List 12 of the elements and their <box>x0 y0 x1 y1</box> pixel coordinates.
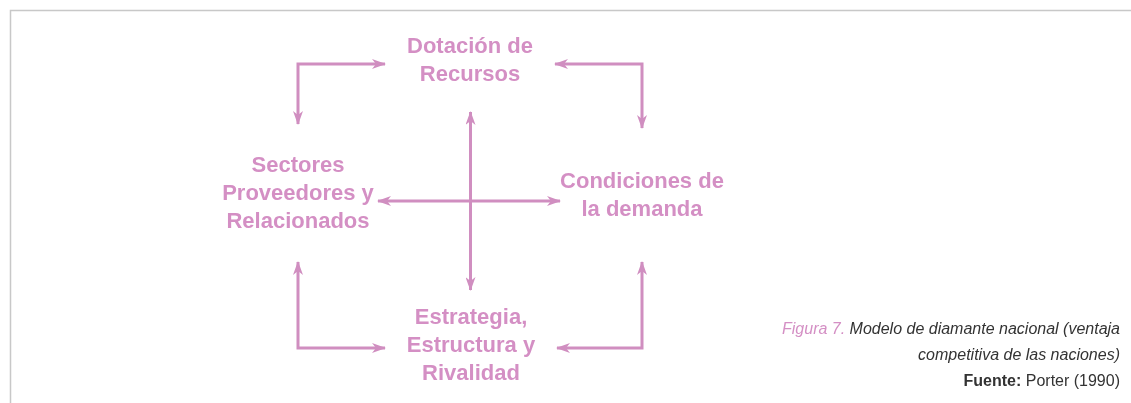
source-note: Fuente: Porter (1990) <box>963 371 1120 391</box>
factor-label: Condiciones de la demanda <box>560 167 724 223</box>
factor-label: Sectores Proveedores y Relacionados <box>221 151 375 235</box>
double-headed-arrow <box>554 59 647 129</box>
double-headed-arrow <box>293 59 386 125</box>
double-headed-arrow <box>293 261 386 353</box>
double-headed-arrow <box>556 261 647 353</box>
figure-caption: Figura 7. Modelo de diamante nacional (ventaja competitiva de las naciones) <box>781 319 1120 365</box>
factor-label: Estrategia, Estructura y Rivalidad <box>405 303 537 387</box>
factor-label: Dotación de Recursos <box>406 32 534 88</box>
double-headed-arrow <box>377 196 561 206</box>
double-headed-arrow <box>465 111 476 291</box>
